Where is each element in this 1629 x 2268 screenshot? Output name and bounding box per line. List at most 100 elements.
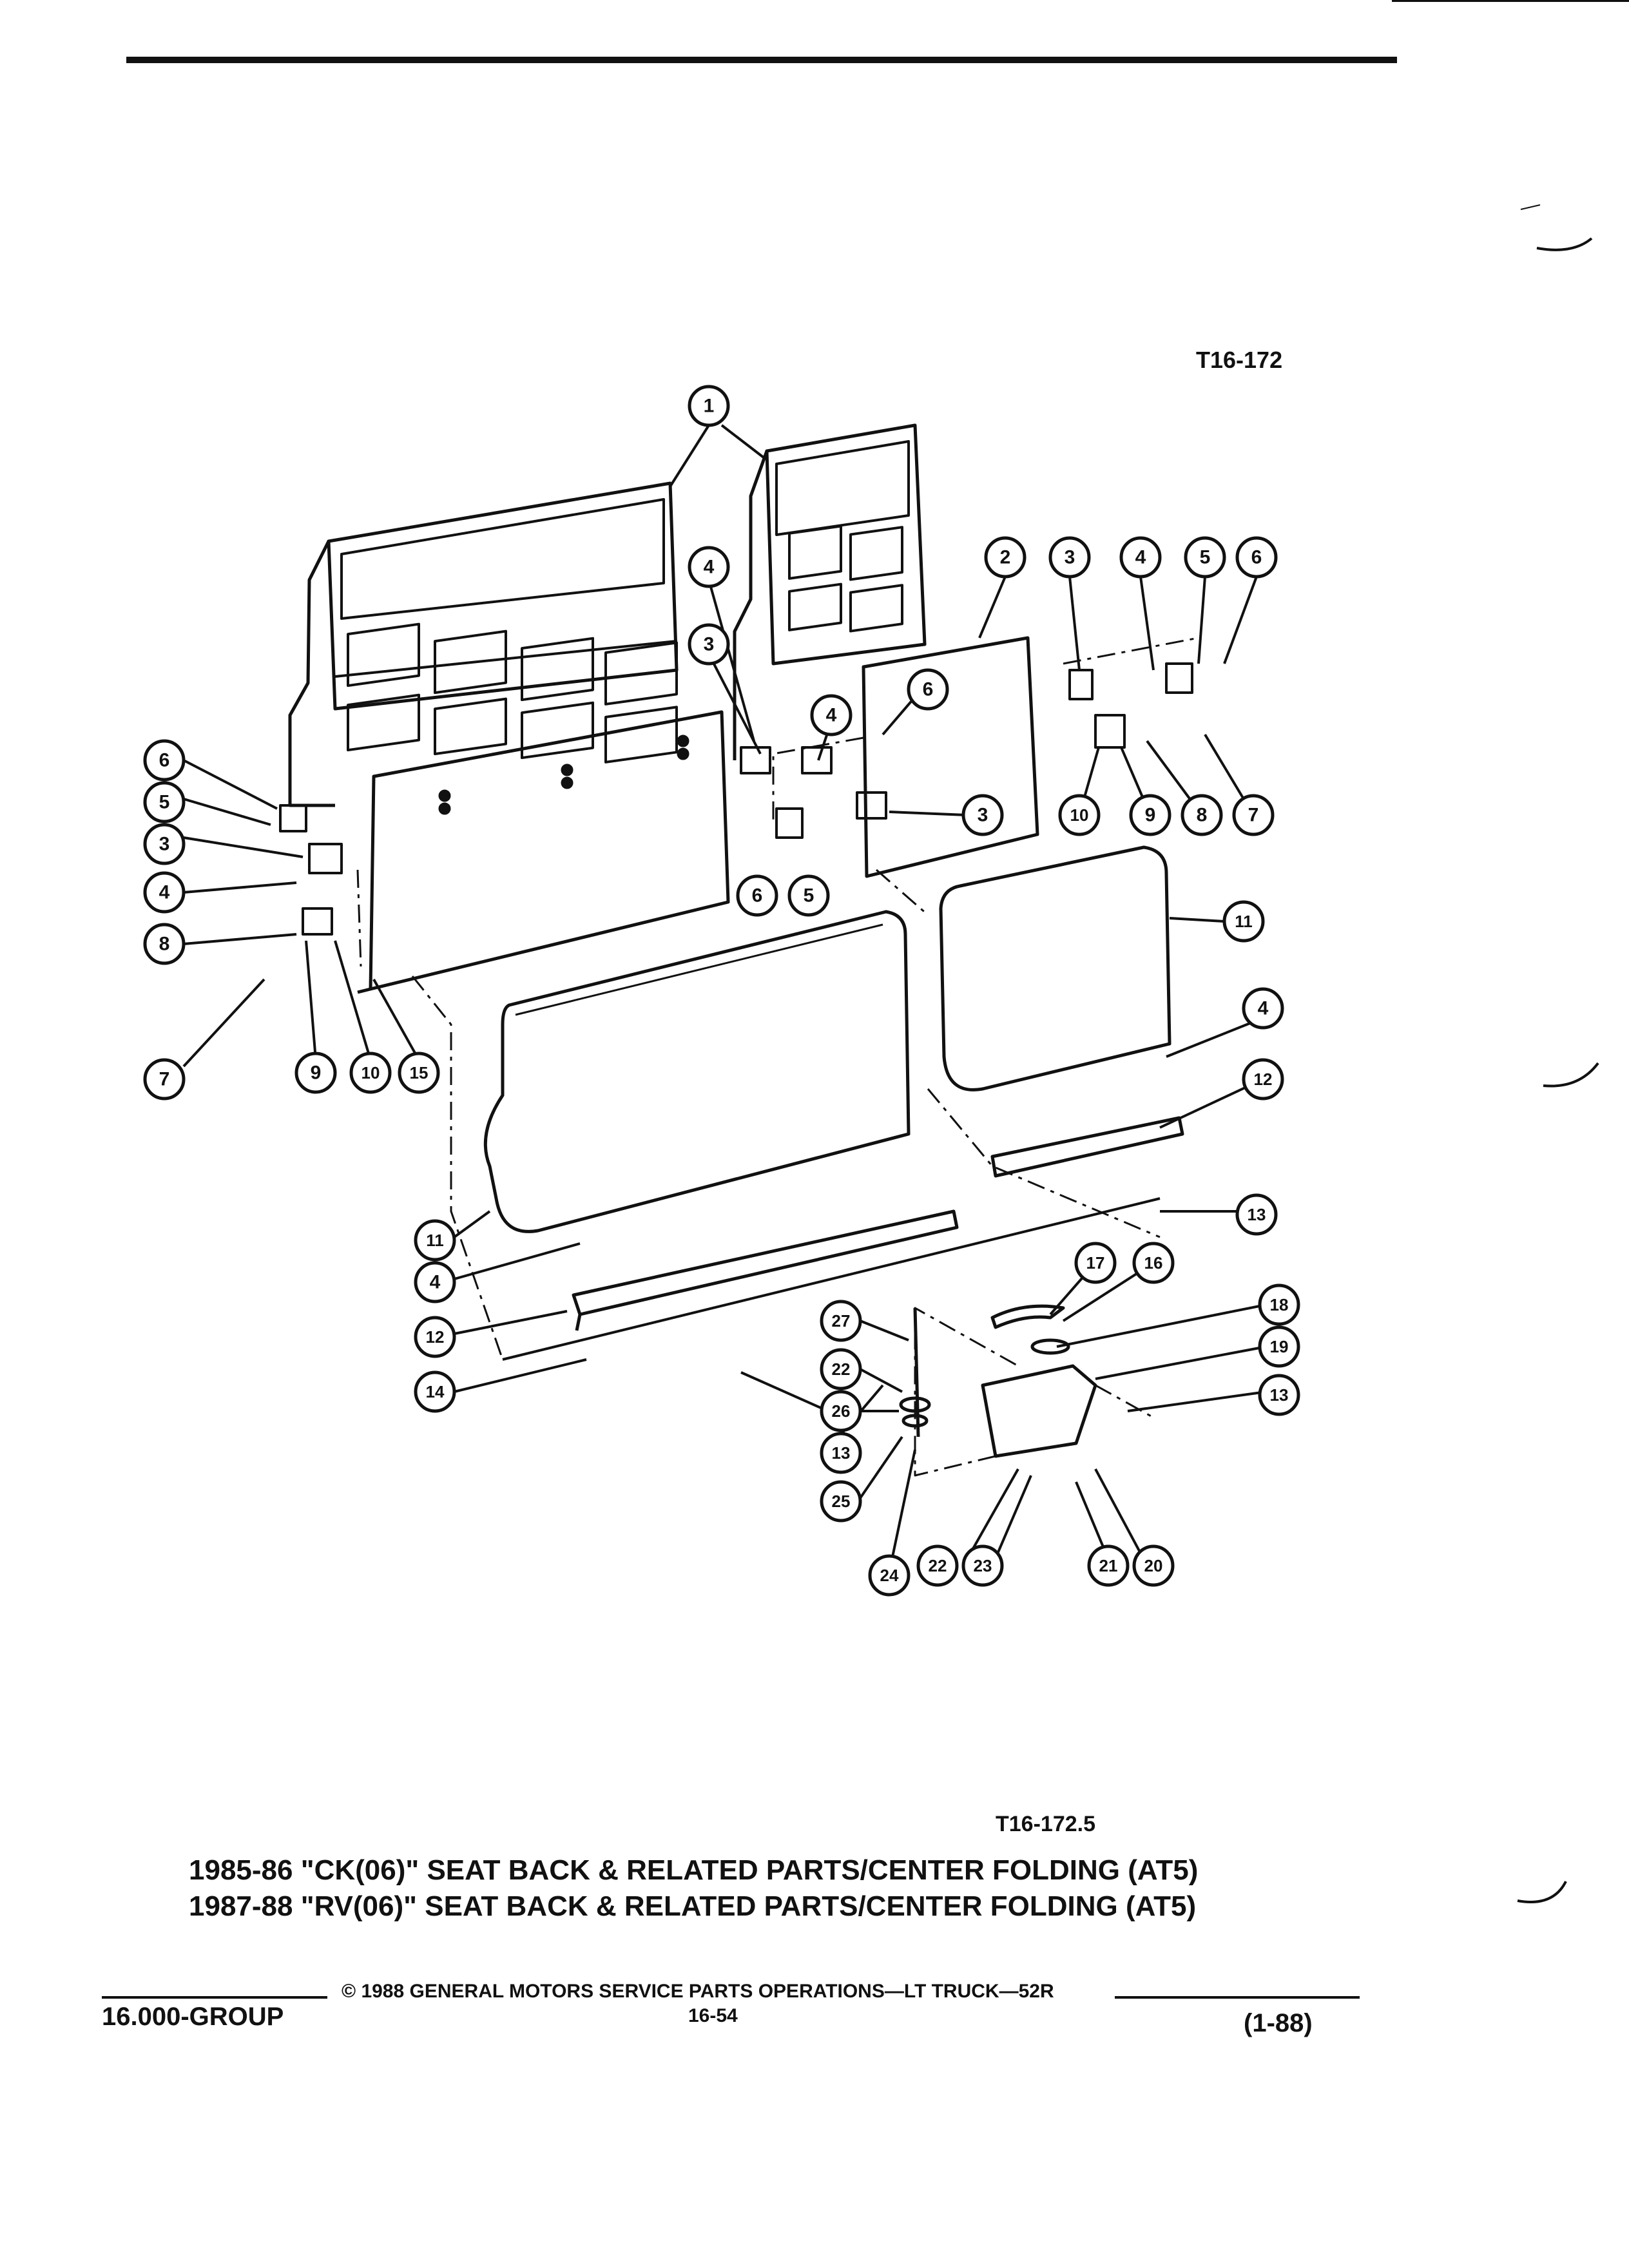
callout-bubbles xyxy=(143,385,1300,1597)
callout-25 xyxy=(820,1480,862,1523)
callout-4e xyxy=(1242,987,1284,1030)
callout-label: 4 xyxy=(159,882,170,903)
callout-4f xyxy=(414,1261,456,1303)
callout-label: 13 xyxy=(832,1443,851,1463)
callout-label: 23 xyxy=(974,1556,992,1575)
callout-9a xyxy=(1129,794,1171,836)
callout-20 xyxy=(1132,1544,1175,1587)
callout-label: 2 xyxy=(1000,547,1011,568)
caption-line-1: 1985-86 "CK(06)" SEAT BACK & RELATED PAR… xyxy=(189,1854,1199,1886)
callout-label: 22 xyxy=(929,1556,947,1575)
callout-label: 3 xyxy=(1065,547,1075,568)
seat-cushion-left xyxy=(483,910,911,1233)
callout-4b xyxy=(688,546,730,588)
callout-16 xyxy=(1132,1242,1175,1284)
callout-label: 20 xyxy=(1144,1556,1163,1575)
callout-label: 26 xyxy=(832,1401,851,1421)
callout-label: 6 xyxy=(159,750,170,771)
callout-4d xyxy=(143,871,186,914)
figure-id-bottom: T16-172.5 xyxy=(996,1812,1095,1836)
callout-3c xyxy=(961,794,1004,836)
callout-13b xyxy=(1258,1374,1300,1416)
hinge-rail-right xyxy=(990,1116,1184,1178)
footer-group: 16.000-GROUP xyxy=(102,2003,284,2031)
callout-5c xyxy=(143,781,186,823)
callout-9b xyxy=(294,1052,337,1094)
callout-label: 4 xyxy=(430,1272,441,1293)
callout-27 xyxy=(820,1300,862,1342)
callout-label: 7 xyxy=(159,1069,170,1090)
callout-label: 22 xyxy=(832,1360,851,1379)
callout-23 xyxy=(961,1544,1004,1587)
callout-label: 10 xyxy=(1070,805,1089,825)
callout-label: 10 xyxy=(361,1063,380,1082)
callout-label: 14 xyxy=(426,1382,445,1401)
bracket-hardware xyxy=(279,662,1193,936)
callout-13c xyxy=(820,1432,862,1474)
callout-label: 5 xyxy=(804,885,815,907)
callout-3d xyxy=(143,823,186,865)
callout-label: 5 xyxy=(1200,547,1211,568)
callout-1a xyxy=(688,385,730,427)
footer-copyright: © 1988 GENERAL MOTORS SERVICE PARTS OPER… xyxy=(342,1981,1054,2002)
callout-18 xyxy=(1258,1283,1300,1326)
callout-label: 15 xyxy=(410,1063,429,1082)
callout-19 xyxy=(1258,1325,1300,1368)
callout-label: 1 xyxy=(704,396,715,417)
callout-label: 25 xyxy=(832,1492,851,1511)
callout-22a xyxy=(820,1348,862,1390)
callout-label: 24 xyxy=(880,1566,899,1585)
scan-marks xyxy=(1517,204,1599,1903)
callout-label: 18 xyxy=(1270,1295,1289,1314)
alignment-lines xyxy=(356,637,1199,1477)
callout-14 xyxy=(414,1370,456,1413)
callout-8a xyxy=(1181,794,1223,836)
callout-10a xyxy=(1058,794,1101,836)
callout-8b xyxy=(143,923,186,965)
footer-date-code: (1-88) xyxy=(1244,2009,1313,2037)
callout-label: 4 xyxy=(704,557,715,578)
callout-2 xyxy=(984,536,1027,579)
callout-3b xyxy=(688,623,730,666)
leader-lines xyxy=(182,424,1267,1573)
callout-label: 12 xyxy=(1254,1070,1273,1089)
callout-7a xyxy=(1232,794,1275,836)
callout-5a xyxy=(1184,536,1226,579)
callout-24 xyxy=(868,1554,911,1597)
callout-4c xyxy=(810,694,853,736)
callout-22b xyxy=(916,1544,959,1587)
callout-label: 21 xyxy=(1099,1556,1118,1575)
callout-label: 3 xyxy=(978,805,988,826)
callout-label: 7 xyxy=(1248,805,1259,826)
callout-10b xyxy=(349,1052,392,1094)
callout-11a xyxy=(1222,900,1265,943)
figure-id-top: T16-172 xyxy=(1196,347,1283,373)
callout-label: 12 xyxy=(426,1327,445,1347)
callout-label: 4 xyxy=(1135,547,1146,568)
callout-6d xyxy=(143,739,186,782)
callout-label: 5 xyxy=(159,792,170,813)
callout-6b xyxy=(907,668,949,711)
callout-label: 17 xyxy=(1086,1253,1105,1273)
callout-label: 6 xyxy=(752,885,763,907)
callout-17 xyxy=(1074,1242,1117,1284)
callout-label: 3 xyxy=(704,634,715,655)
latch-assembly xyxy=(899,1304,1097,1458)
callout-label: 11 xyxy=(1235,912,1253,931)
callout-15 xyxy=(398,1052,440,1094)
callout-label: 8 xyxy=(159,934,170,955)
footer-rule-left xyxy=(102,1996,327,1999)
callout-21 xyxy=(1087,1544,1130,1587)
callout-12a xyxy=(1242,1058,1284,1100)
callout-3a xyxy=(1048,536,1091,579)
callout-label: 16 xyxy=(1144,1253,1163,1273)
hinge-rail-left xyxy=(502,1197,1161,1361)
footer-rule-right xyxy=(1115,1996,1360,1999)
header-rule xyxy=(126,57,1397,63)
callout-4a xyxy=(1119,536,1162,579)
callout-26 xyxy=(820,1390,862,1432)
callout-label: 19 xyxy=(1270,1337,1289,1356)
callout-label: 13 xyxy=(1270,1385,1289,1405)
seat-cushion-right xyxy=(939,845,1171,1091)
